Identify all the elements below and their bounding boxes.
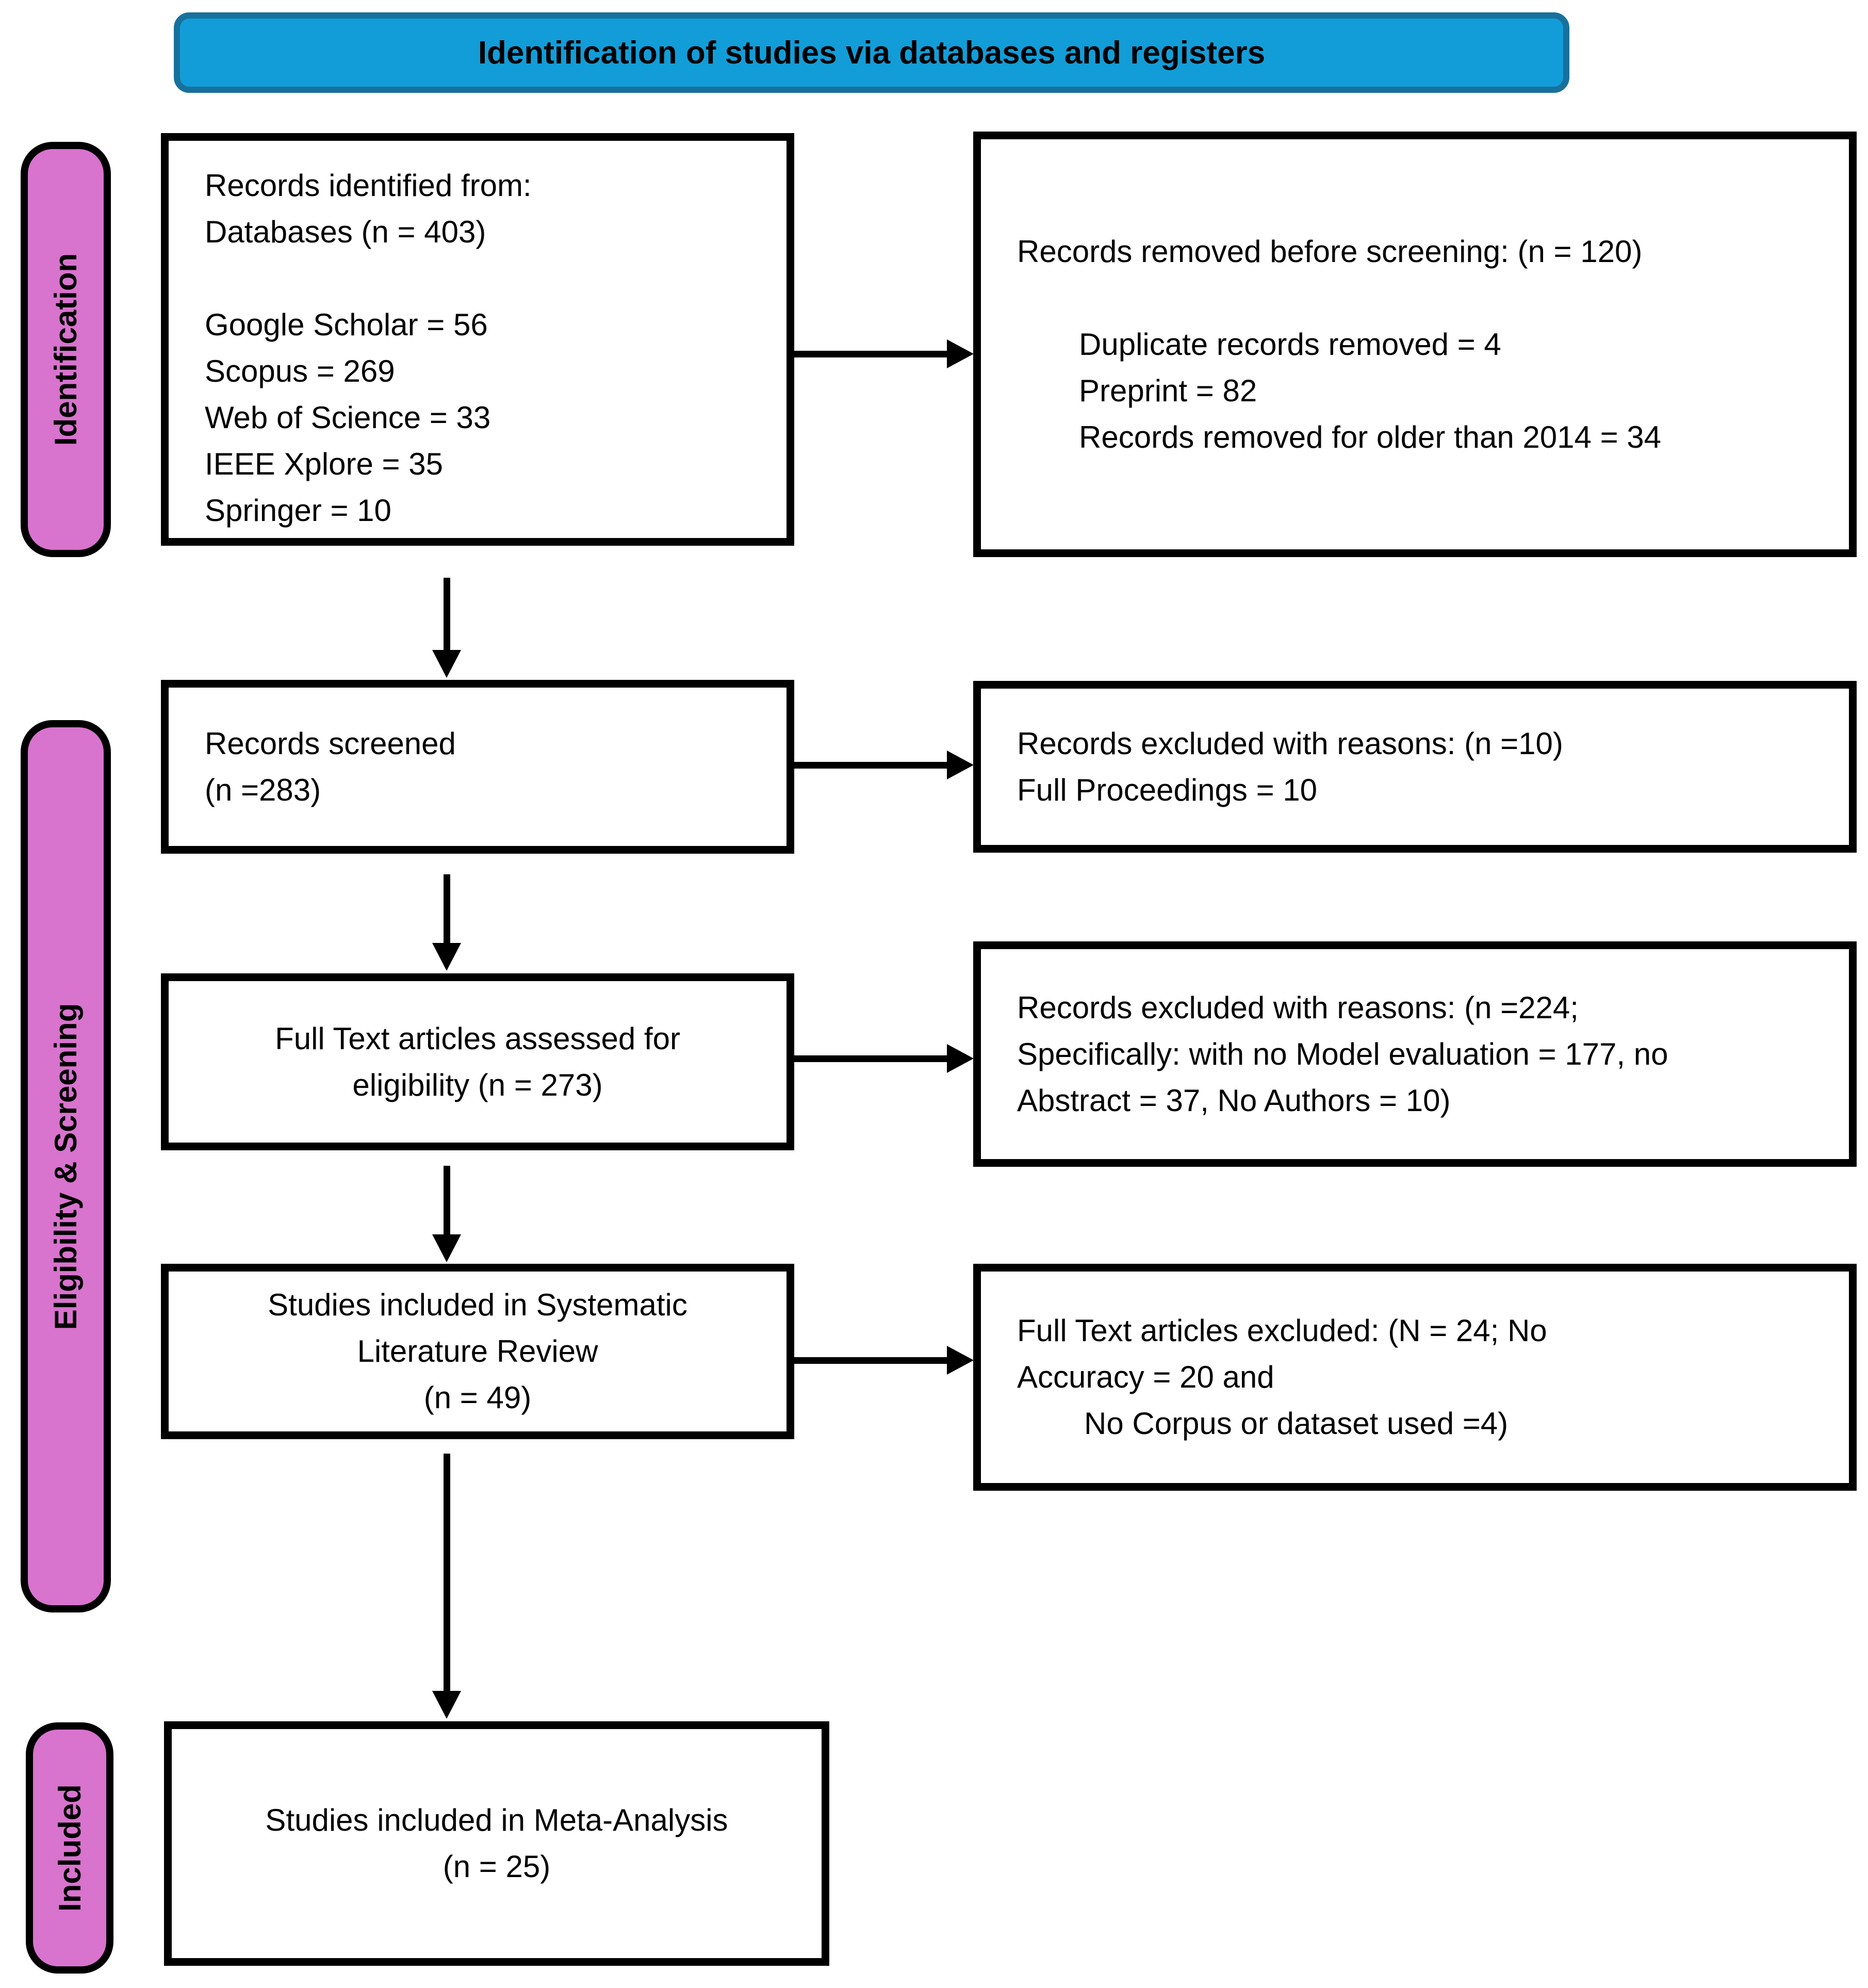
stage-label-included-text: Included: [52, 1784, 87, 1912]
full-text-excluded-line: Full Text articles excluded: (N = 24; No: [1017, 1313, 1547, 1348]
records-identified-line: Web of Science = 33: [205, 400, 491, 435]
records-identified-line: Scopus = 269: [205, 354, 395, 388]
arrowhead-right-icon: [947, 1044, 974, 1073]
arrow-shaft: [444, 1454, 450, 1692]
full-text-excluded-line: No Corpus or dataset used =4): [1084, 1406, 1509, 1441]
slr-included-box: Studies included in Systematic Literatur…: [161, 1264, 794, 1439]
records-screened-line: Records screened: [205, 726, 456, 761]
arrow-shaft: [794, 1055, 948, 1062]
records-identified-line: [205, 255, 776, 302]
records-removed-line: Preprint = 82: [1079, 373, 1257, 408]
stage-label-eligibility-screening-text: Eligibility & Screening: [48, 1003, 83, 1330]
records-excluded-screening-box: Records excluded with reasons: (n =10) F…: [973, 681, 1857, 853]
arrowhead-right-icon: [947, 339, 974, 368]
records-excluded-eligibility-box: Records excluded with reasons: (n =224; …: [973, 941, 1857, 1167]
full-text-assessed-line: eligibility (n = 273): [352, 1067, 603, 1102]
records-removed-line: Duplicate records removed = 4: [1079, 327, 1501, 362]
arrow-shaft: [794, 1357, 948, 1364]
records-identified-line: Databases (n = 403): [205, 215, 486, 249]
stage-label-identification-text: Identification: [48, 253, 83, 446]
arrow-shaft: [444, 874, 450, 944]
banner-title: Identification of studies via databases …: [174, 12, 1569, 93]
stage-label-identification: Identification: [21, 142, 111, 557]
stage-label-eligibility-screening: Eligibility & Screening: [21, 720, 111, 1612]
records-screened-line: (n =283): [205, 772, 321, 807]
records-excluded-screening-line: Records excluded with reasons: (n =10): [1017, 726, 1563, 761]
records-removed-box: Records removed before screening: (n = 1…: [973, 132, 1857, 557]
meta-analysis-line: (n = 25): [443, 1849, 551, 1884]
records-excluded-eligibility-line: Records excluded with reasons: (n =224;: [1017, 990, 1579, 1025]
records-identified-line: Records identified from:: [205, 168, 532, 203]
stage-label-included: Included: [26, 1722, 113, 1974]
arrow-shaft: [794, 351, 948, 357]
records-removed-line: Records removed for older than 2014 = 34: [1079, 419, 1662, 454]
full-text-excluded-line: Accuracy = 20 and: [1017, 1360, 1274, 1394]
records-identified-line: IEEE Xplore = 35: [205, 447, 443, 481]
records-removed-line: Records removed before screening: (n = 1…: [1017, 234, 1643, 269]
arrowhead-down-icon: [432, 1234, 461, 1262]
banner-title-text: Identification of studies via databases …: [478, 35, 1266, 71]
records-screened-box: Records screened (n =283): [161, 680, 794, 854]
full-text-assessed-box: Full Text articles assessed for eligibil…: [161, 973, 794, 1150]
arrowhead-right-icon: [947, 1346, 974, 1375]
records-removed-line: [1017, 275, 1839, 321]
arrowhead-down-icon: [432, 943, 461, 971]
records-identified-line: Google Scholar = 56: [205, 307, 488, 342]
arrowhead-right-icon: [947, 751, 974, 779]
slr-included-line: Literature Review: [357, 1334, 598, 1368]
arrow-shaft: [794, 762, 948, 769]
records-excluded-screening-line: Full Proceedings = 10: [1017, 772, 1318, 807]
arrow-shaft: [444, 578, 450, 651]
records-excluded-eligibility-line: Abstract = 37, No Authors = 10): [1017, 1083, 1451, 1118]
slr-included-line: Studies included in Systematic: [268, 1288, 687, 1322]
arrowhead-down-icon: [432, 1691, 461, 1719]
records-identified-line: Springer = 10: [205, 493, 391, 528]
slr-included-line: (n = 49): [423, 1380, 532, 1415]
arrowhead-down-icon: [432, 650, 461, 678]
full-text-excluded-box: Full Text articles excluded: (N = 24; No…: [973, 1264, 1857, 1491]
records-excluded-eligibility-line: Specifically: with no Model evaluation =…: [1017, 1036, 1668, 1071]
full-text-assessed-line: Full Text articles assessed for: [275, 1021, 680, 1056]
meta-analysis-line: Studies included in Meta-Analysis: [265, 1803, 728, 1837]
records-identified-box: Records identified from: Databases (n = …: [161, 133, 794, 546]
arrow-shaft: [444, 1166, 450, 1235]
meta-analysis-included-box: Studies included in Meta-Analysis (n = 2…: [164, 1721, 829, 1966]
